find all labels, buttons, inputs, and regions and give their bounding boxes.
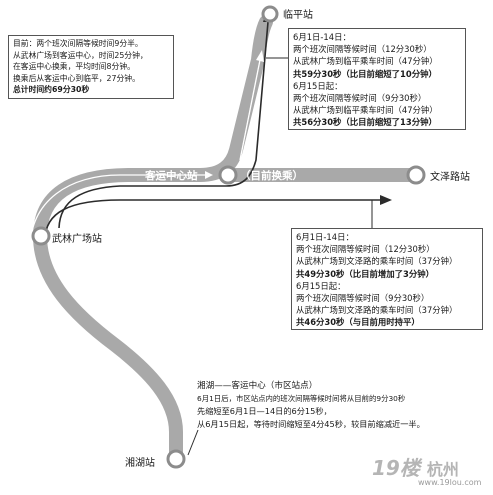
station-marker-wulin [31, 226, 51, 246]
note-downtown: 湘湖——客运中心（市区站点） 6月1日后，市区站点内的班次间隔等候时间将从目前的… [197, 380, 425, 430]
wenze-line-2: 两个班次间隔等候时间（12分30秒） [296, 244, 435, 255]
wenze-line-5: 6月15日起： [296, 280, 346, 291]
linping-line-2: 两个班次间隔等候时间（12分30秒） [293, 44, 432, 55]
linping-line-4: 共59分30秒（比目前缩短了10分钟） [293, 68, 437, 79]
route-line-main [32, 15, 273, 465]
arrow-white-keyun [29, 174, 205, 251]
note-line-1: 湘湖——客运中心（市区站点） [197, 381, 318, 391]
station-label-current-transfer: （目前换乘） [240, 170, 303, 182]
wenze-line-3: 从武林广场到文泽路的乘车时间（37分钟） [296, 256, 458, 267]
arrowhead-white-keyun [205, 171, 213, 179]
info-box-current: 目前：两个班次间隔等候时间9分半。 从武林广场到客运中心，时间25分钟， 在客运… [8, 35, 174, 99]
wenze-line-4: 共49分30秒（比目前增加了3分钟） [296, 268, 435, 279]
arrow-wulin-to-linping [58, 21, 269, 229]
leader-line-bottom [187, 429, 199, 456]
watermark-brand: 19楼 [372, 456, 420, 480]
current-line-5: 总计时间约69分30秒 [13, 85, 90, 95]
station-label-wulin: 武林广场站 [52, 234, 102, 245]
station-marker-xianghu [166, 449, 186, 469]
station-marker-wenze [406, 165, 426, 185]
linping-line-5: 6月15日起： [293, 80, 343, 91]
station-label-wenze: 文泽路站 [430, 172, 470, 183]
note-line-2: 6月1日后，市区站点内的班次间隔等候时间将从目前的9分30秒 [197, 393, 406, 403]
note-line-3: 先缩短至6月1日—14日的6分15秒， [197, 406, 332, 416]
station-marker-linping [261, 5, 279, 23]
arrowhead-wenze [380, 195, 392, 205]
current-line-2: 从武林广场到客运中心，时间25分钟， [13, 50, 148, 60]
wenze-line-7: 从武林广场到文泽路的乘车时间（37分钟） [296, 305, 458, 316]
info-box-wenze: 6月1日-14日： 两个班次间隔等候时间（12分30秒） 从武林广场到文泽路的乘… [291, 228, 483, 330]
current-line-1: 目前：两个班次间隔等候时间9分半。 [13, 39, 143, 48]
arrow-white-linping [239, 59, 261, 161]
station-label-xianghu: 湘湖站 [125, 458, 155, 469]
linping-line-1: 6月1日-14日： [293, 32, 351, 42]
watermark-url: www.19lou.com [418, 478, 482, 487]
current-line-4: 换乘后从客运中心到临平，27分钟。 [13, 73, 140, 83]
arrowhead-white-linping [256, 50, 264, 62]
station-label-keyun: 客运中心站 [145, 170, 198, 182]
linping-line-6: 两个班次间隔等候时间（9分30秒） [293, 93, 427, 104]
current-line-3: 在客运中心换乘，平均时间8分钟。 [13, 62, 135, 72]
linping-line-7: 从武林广场到临平乘车时间（47分钟） [293, 105, 438, 116]
station-marker-keyun [218, 165, 238, 185]
linping-line-3: 从武林广场到临平乘车时间（47分钟） [293, 56, 438, 67]
watermark-city: 杭州 [426, 460, 459, 479]
note-line-4: 从6月15日起，等待时间缩短至4分45秒，较目前缩减近一半。 [197, 418, 425, 429]
wenze-line-6: 两个班次间隔等候时间（9分30秒） [296, 293, 430, 304]
watermark-logo-icon: 19楼 杭州 [372, 452, 459, 481]
station-label-linping: 临平站 [283, 10, 313, 21]
wenze-line-1: 6月1日-14日： [296, 232, 354, 242]
info-box-linping: 6月1日-14日： 两个班次间隔等候时间（12分30秒） 从武林广场到临平乘车时… [288, 28, 466, 130]
wenze-line-8: 共46分30秒（与目前用时持平） [296, 317, 420, 328]
linping-line-8: 共56分30秒（比目前缩短了13分钟） [293, 117, 437, 128]
